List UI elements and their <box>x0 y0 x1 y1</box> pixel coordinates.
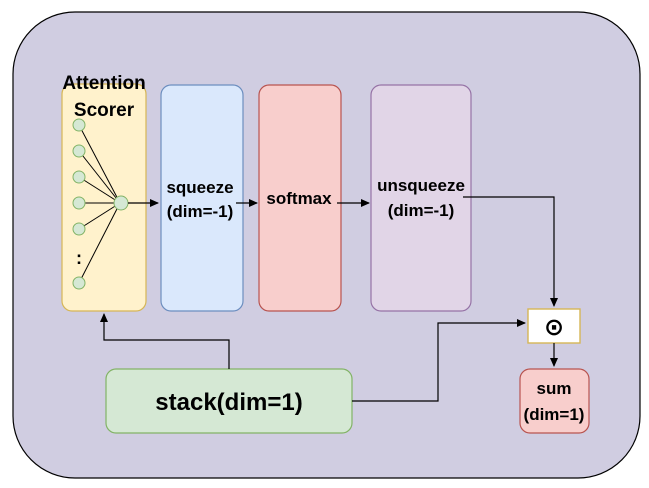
unsqueeze-label-line1: unsqueeze <box>377 176 465 195</box>
arrow-stack-to-multiply <box>352 319 526 402</box>
input-node <box>72 170 86 184</box>
input-node <box>72 144 86 158</box>
softmax-label: softmax <box>266 189 332 208</box>
output-node <box>113 195 129 211</box>
squeeze-label-line1: squeeze <box>166 178 233 197</box>
squeeze-box[interactable] <box>160 84 244 312</box>
connector-arrows <box>100 196 558 402</box>
unsqueeze-label-line2: (dim=-1) <box>388 201 455 220</box>
sum-label-line2: (dim=1) <box>524 405 585 424</box>
softmax-box[interactable] <box>258 84 342 312</box>
input-node <box>72 118 86 132</box>
attention-scorer-label-line2: Scorer <box>74 100 135 121</box>
arrow-stack-to-scorer <box>100 313 230 369</box>
input-node <box>72 196 86 210</box>
input-node <box>72 276 86 290</box>
sum-label-line1: sum <box>537 379 572 398</box>
unsqueeze-box[interactable] <box>370 84 472 312</box>
multiply-symbol: ⊙ <box>544 314 564 341</box>
stack-label: stack(dim=1) <box>155 389 302 416</box>
scorer-ellipsis: : <box>76 248 82 268</box>
sum-box[interactable] <box>519 368 590 434</box>
attention-scorer-label-line1: Attention <box>62 73 145 94</box>
squeeze-label-line2: (dim=-1) <box>167 202 234 221</box>
attention-scorer-box[interactable] <box>61 83 147 312</box>
multiply-box[interactable] <box>527 308 581 344</box>
scorer-network-lines <box>78 124 121 284</box>
input-node <box>72 222 86 236</box>
arrow-unsqueeze-to-multiply <box>463 196 558 307</box>
scorer-input-nodes <box>72 118 86 290</box>
